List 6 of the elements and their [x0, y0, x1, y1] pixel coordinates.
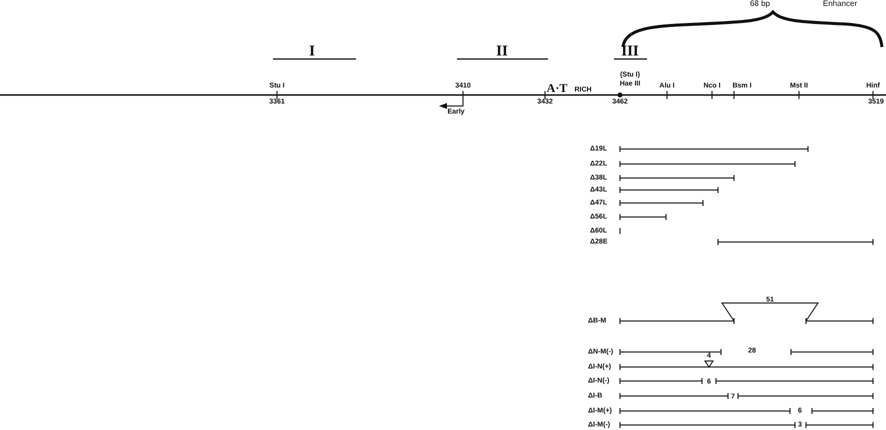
sequence-label: A·T — [546, 82, 568, 94]
region-numeral: III — [621, 44, 639, 60]
region-numeral: I — [309, 44, 315, 60]
region-label: Enhancer — [822, 0, 858, 8]
size-label: 68 bp — [750, 0, 770, 8]
region-numeral: II — [496, 44, 508, 60]
